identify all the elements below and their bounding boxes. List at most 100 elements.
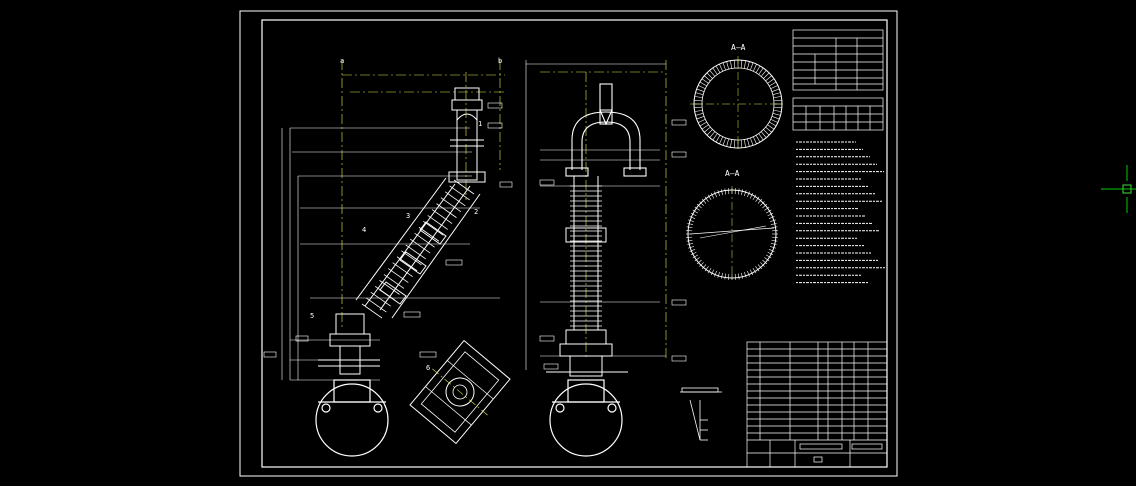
section-ring-tick <box>763 72 770 79</box>
section-ring-tick <box>744 271 747 278</box>
section-ring-tick <box>695 113 704 116</box>
section-ring-tick <box>749 269 754 276</box>
incline-rib <box>366 297 387 313</box>
section-ring-tick <box>717 190 720 197</box>
section-ring-tick <box>726 61 729 70</box>
section-ring-tick <box>730 60 733 69</box>
section-ring-tick <box>701 124 709 130</box>
callout-2: 2 <box>474 208 478 216</box>
section-ring-tick <box>755 196 760 202</box>
section-ring-tick <box>757 264 763 270</box>
section-ring-tick <box>712 67 718 75</box>
section-ring-tick <box>688 219 695 222</box>
section-ring-tick <box>768 216 775 219</box>
section-ring-tick <box>699 121 707 127</box>
section-ring-tick <box>689 249 696 252</box>
section-ring-tick <box>770 222 777 225</box>
incline-rib <box>453 179 475 195</box>
section-ring-tick <box>699 262 704 267</box>
section-ring-tick <box>724 188 727 195</box>
section-ring-tick <box>696 203 702 209</box>
section-ring-tick <box>752 136 757 145</box>
left-elevation-view: a b 1 2 3 4 5 6 <box>263 57 513 457</box>
section-ring-tick <box>719 136 724 145</box>
section-ring-tick <box>706 72 713 79</box>
section-ring-tick <box>767 212 774 217</box>
section-ring-tick <box>712 133 718 141</box>
incline-rib <box>440 197 462 213</box>
section-ring-tick <box>770 85 779 90</box>
section-ring-tick <box>757 198 763 204</box>
section-ring-tick <box>769 81 777 87</box>
sheet-border <box>239 10 898 477</box>
section-ring-tick <box>701 264 707 270</box>
callout-1: 1 <box>478 120 482 128</box>
section-ring-tick <box>752 194 757 201</box>
section-ring-tick <box>707 194 712 201</box>
section-ring-tick <box>765 209 772 214</box>
section-ring-tick <box>715 135 721 143</box>
section-ring-tick <box>697 118 706 123</box>
section-ring-tick <box>772 113 781 116</box>
section-ring-tick <box>747 138 750 147</box>
section-ring-tick <box>744 190 747 197</box>
section-ring-tick <box>694 109 703 112</box>
section-ring-tick <box>750 137 754 146</box>
section-aa-bottom: A—A <box>686 169 778 282</box>
section-ring-tick <box>760 131 767 138</box>
section-ring-tick <box>740 60 743 69</box>
section-ring-tick <box>699 201 704 206</box>
section-ring-tick <box>687 222 694 225</box>
section-ring-tick <box>771 116 780 120</box>
section-ring-tick <box>726 138 729 147</box>
section-ring-tick <box>687 243 694 246</box>
section-ring-tick <box>752 267 757 274</box>
section-ring-tick <box>696 116 705 120</box>
section-ring-tick <box>762 203 768 209</box>
weld-symbol-legend <box>680 387 722 441</box>
section-aa-top: A—A <box>690 43 786 152</box>
section-ring-tick <box>694 106 703 109</box>
section-ring-tick <box>760 262 765 267</box>
section-ring-tick <box>692 254 699 259</box>
section-ring-tick <box>690 212 697 217</box>
incline-rib <box>392 262 413 277</box>
section-ring-tick <box>710 192 715 199</box>
section-ring-tick <box>747 191 750 198</box>
section-ring-tick <box>722 137 726 146</box>
section-ring-tick <box>719 63 724 72</box>
section-ring-tick <box>770 243 777 246</box>
section-ring-tick <box>740 139 743 148</box>
section-ring-tick <box>760 70 767 77</box>
section-ring-tick <box>696 88 705 92</box>
section-ring-tick <box>741 189 744 196</box>
section-ring-tick <box>686 239 693 242</box>
grid-marker-b: b <box>498 57 502 65</box>
section-ring-tick <box>733 60 736 69</box>
section-ring-tick <box>763 129 770 136</box>
section-ring-tick <box>755 266 760 272</box>
section-ring-tick <box>715 65 721 73</box>
callout-4: 4 <box>362 226 366 234</box>
front-elevation-view <box>525 60 687 457</box>
section-ring-tick <box>769 219 776 222</box>
section-ring-tick <box>765 126 772 133</box>
incline-rib <box>431 209 453 224</box>
section-ring-tick <box>690 251 697 256</box>
section-ring-tick <box>773 109 782 112</box>
section-ring-tick <box>747 270 750 277</box>
section-label-bottom: A—A <box>725 169 740 178</box>
bill-of-materials <box>746 341 888 468</box>
section-label-top: A—A <box>731 43 746 52</box>
incline-rib <box>405 244 427 260</box>
section-ring-tick <box>722 62 726 71</box>
section-ring-tick <box>695 92 704 95</box>
callout-5: 5 <box>310 312 314 320</box>
section-ring-tick <box>758 133 764 141</box>
section-ring-tick <box>771 88 780 92</box>
section-ring-tick <box>692 209 699 214</box>
section-ring-tick <box>769 246 776 249</box>
section-ring-tick <box>767 78 775 84</box>
section-ring-tick <box>694 99 703 102</box>
